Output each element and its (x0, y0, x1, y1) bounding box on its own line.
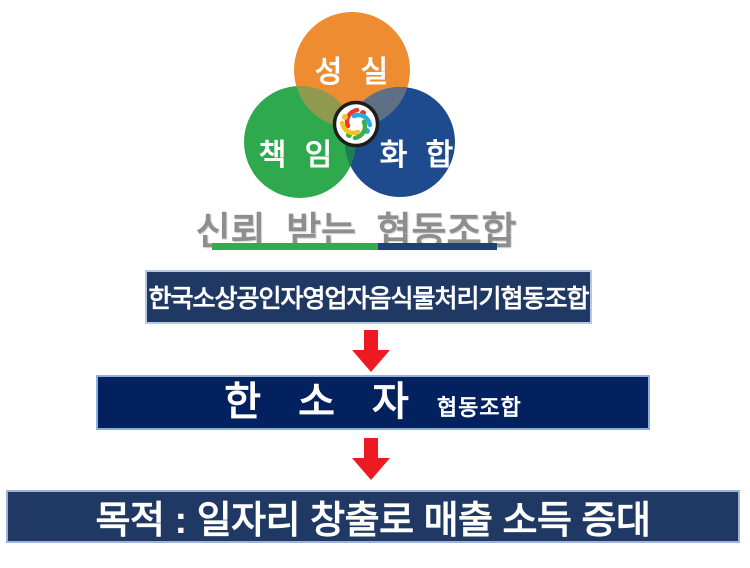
down-arrow-icon (352, 330, 390, 372)
venn-label-sincerity: 성 실 (314, 56, 390, 89)
goal-text: 목적 : 일자리 창출로 매출 소득 증대 (95, 500, 651, 542)
underline-green-segment (212, 243, 378, 250)
goal-box: 목적 : 일자리 창출로 매출 소득 증대 (6, 490, 740, 543)
org-name-text: 한국소상공인자영업자음식물처리기협동조합 (148, 285, 589, 313)
tagline-underline (212, 243, 497, 250)
short-name-main: 한 소 자 (224, 380, 411, 424)
venn-label-harmony: 화 합 (379, 139, 455, 172)
venn-label-responsibility: 책 임 (258, 139, 334, 172)
center-emblem-icon (332, 100, 380, 148)
emblem-figure-yellow (339, 114, 361, 136)
underline-navy-segment (378, 243, 497, 250)
down-arrow-icon (352, 438, 390, 480)
org-name-box: 한국소상공인자영업자음식물처리기협동조합 (145, 270, 592, 324)
short-name-box: 한 소 자 협동조합 (96, 375, 650, 430)
short-name-suffix: 협동조합 (436, 395, 522, 420)
venn-diagram (244, 12, 455, 198)
overlap-orange-green (294, 86, 356, 128)
